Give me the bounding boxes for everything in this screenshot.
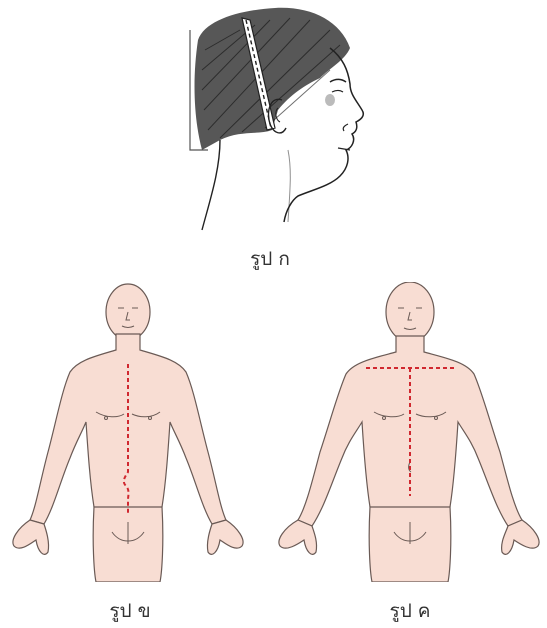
- body-front-t-shape: [270, 282, 547, 582]
- caption-figure-b: รูป ข: [80, 596, 180, 626]
- caption-figure-c: รูป ค: [360, 596, 460, 626]
- figure-c: [270, 282, 547, 582]
- caption-figure-a: รูป ก: [220, 244, 320, 274]
- body-front-midline: [0, 282, 270, 582]
- figure-b: [0, 282, 270, 582]
- figure-a: [180, 0, 380, 235]
- head-profile-sketch: [180, 0, 380, 235]
